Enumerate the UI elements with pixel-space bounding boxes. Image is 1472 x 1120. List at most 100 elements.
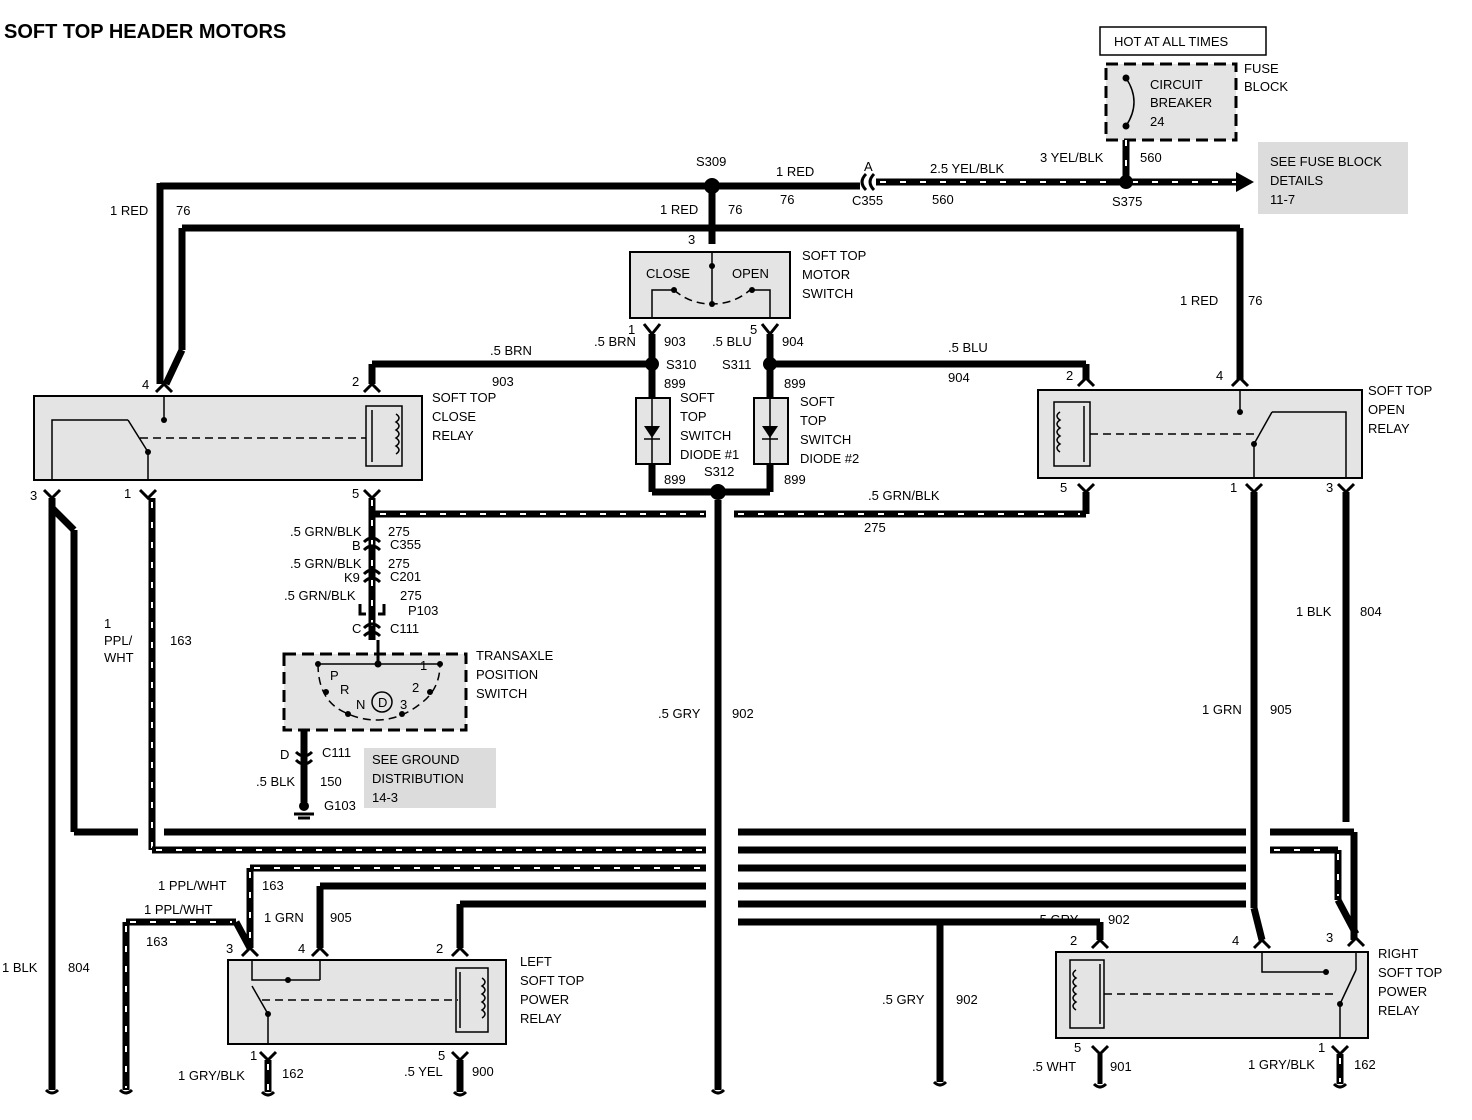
close-relay-coil-frame <box>365 405 403 467</box>
label-red-mid: 1 RED <box>660 202 698 217</box>
label-899-a: 899 <box>664 376 686 391</box>
transaxle-2-label: 2 <box>412 680 419 695</box>
left-relay-label-2: SOFT TOP <box>520 973 584 988</box>
ground-note-line-2: DISTRIBUTION <box>372 771 464 786</box>
circuit-breaker-label-3: 24 <box>1150 114 1164 129</box>
wire-end-yel <box>452 1090 468 1097</box>
label-560-a: 560 <box>1140 150 1162 165</box>
label-blk-right: 1 BLK <box>1296 604 1332 619</box>
label-76-top: 76 <box>780 192 794 207</box>
left-relay-pin-1: 1 <box>250 1048 257 1063</box>
open-relay-label-1: SOFT TOP <box>1368 383 1432 398</box>
right-relay-contact-no <box>1323 969 1329 975</box>
ground-note-line-3: 14-3 <box>372 790 398 805</box>
left-relay-coil-frame <box>455 967 489 1033</box>
motor-switch-pin-5-connector <box>760 323 780 337</box>
label-grn-left: 1 GRN <box>264 910 304 925</box>
transaxle-r-label: R <box>340 682 349 697</box>
hot-at-all-times-box <box>1099 26 1267 56</box>
left-relay-pin-2: 2 <box>436 941 443 956</box>
diode-2-symbol <box>762 426 778 438</box>
close-relay-pin-2: 2 <box>352 374 359 389</box>
left-relay-label-4: RELAY <box>520 1011 562 1026</box>
diode-1-label-4: DIODE #1 <box>680 447 739 462</box>
connector-c355-a <box>868 172 876 192</box>
left-relay-pin-2-connector <box>450 945 470 958</box>
label-grn-blk-1: .5 GRN/BLK <box>290 524 362 539</box>
left-relay-label-3: POWER <box>520 992 569 1007</box>
fuse-block-label-2: BLOCK <box>1244 79 1288 94</box>
label-903-b: 903 <box>492 374 514 389</box>
label-163-a: 163 <box>262 878 284 893</box>
close-relay-armature <box>127 419 149 453</box>
label-903-a: 903 <box>664 334 686 349</box>
motor-switch-label-3: SWITCH <box>802 286 853 301</box>
diode-2-label-1: SOFT <box>800 394 835 409</box>
wire-grn-905-right-bend <box>1250 907 1266 941</box>
diode-2-label-2: TOP <box>800 413 827 428</box>
splice-s312 <box>710 484 726 500</box>
right-relay-no-lead <box>1261 952 1326 973</box>
transaxle-position-switch <box>282 652 468 732</box>
soft-top-close-relay <box>33 395 423 481</box>
close-relay-contact-no <box>161 417 167 423</box>
right-relay-label-1: RIGHT <box>1378 946 1419 961</box>
fuse-note-line-2: DETAILS <box>1270 173 1324 188</box>
label-c201-pin: K9 <box>344 570 360 585</box>
label-wht: .5 WHT <box>1032 1059 1076 1074</box>
close-relay-pin-4-connector <box>154 381 174 394</box>
label-gry-lower: .5 GRY <box>882 992 925 1007</box>
open-relay-pin-3-connector <box>1336 482 1356 495</box>
right-relay-pin-1-connector <box>1330 1044 1350 1057</box>
open-relay-pin-2-connector <box>1076 375 1096 388</box>
label-560-b: 560 <box>932 192 954 207</box>
motor-switch-pin-1-connector <box>642 323 662 337</box>
label-ppl-wht-b: 1 PPL/WHT <box>144 902 213 917</box>
label-red-top: 1 RED <box>776 164 814 179</box>
label-905-left: 905 <box>330 910 352 925</box>
label-c355-pin-a: A <box>864 159 873 174</box>
close-relay-label-3: RELAY <box>432 428 474 443</box>
connector-c201-2 <box>362 576 382 584</box>
soft-top-motor-switch <box>629 251 791 319</box>
diode-1-label-1: SOFT <box>680 390 715 405</box>
label-275-1: 275 <box>388 524 410 539</box>
motor-switch-label-2: MOTOR <box>802 267 850 282</box>
wire-end-ppl-wht <box>118 1088 134 1095</box>
label-275-2: 275 <box>388 556 410 571</box>
label-g103: G103 <box>324 798 356 813</box>
transaxle-label-2: POSITION <box>476 667 538 682</box>
diode-2-label-4: DIODE #2 <box>800 451 859 466</box>
label-76-mid: 76 <box>728 202 742 217</box>
left-relay-pin-5: 5 <box>438 1048 445 1063</box>
wire-end-gry-lower <box>932 1080 948 1087</box>
label-275-3: 275 <box>400 588 422 603</box>
motor-switch-open-lead <box>752 289 771 318</box>
label-brn-a: .5 BRN <box>594 334 636 349</box>
left-relay-pin-4-connector <box>310 945 330 958</box>
left-relay-pin-3-connector <box>240 945 260 958</box>
splice-s375 <box>1119 175 1133 189</box>
left-relay-pin-5-connector <box>450 1050 470 1063</box>
label-c201: C201 <box>390 569 421 584</box>
left-relay-common-lead <box>251 960 288 981</box>
open-relay-contact-no <box>1237 409 1243 415</box>
fuse-block-details-note <box>1258 142 1408 214</box>
wire-end-blk-804 <box>44 1088 60 1095</box>
right-relay-pin-5: 5 <box>1074 1040 1081 1055</box>
label-904-a: 904 <box>782 334 804 349</box>
label-899-b: 899 <box>784 376 806 391</box>
close-relay-pin-2-connector <box>362 381 382 394</box>
motor-switch-pin-3: 3 <box>688 232 695 247</box>
close-relay-common-lead <box>51 419 128 480</box>
label-gry-blk-left: 1 GRY/BLK <box>178 1068 245 1083</box>
label-blk-05: .5 BLK <box>256 774 295 789</box>
label-yel-blk-25: 2.5 YEL/BLK <box>930 161 1005 176</box>
ground-distribution-note <box>364 748 496 808</box>
wire-blk-804-bend <box>49 505 77 533</box>
right-relay-pin-4-connector <box>1252 937 1272 950</box>
label-900: 900 <box>472 1064 494 1079</box>
transaxle-p-label: P <box>330 668 339 683</box>
transaxle-1-label: 1 <box>420 658 427 673</box>
left-relay-coil <box>480 977 486 1019</box>
